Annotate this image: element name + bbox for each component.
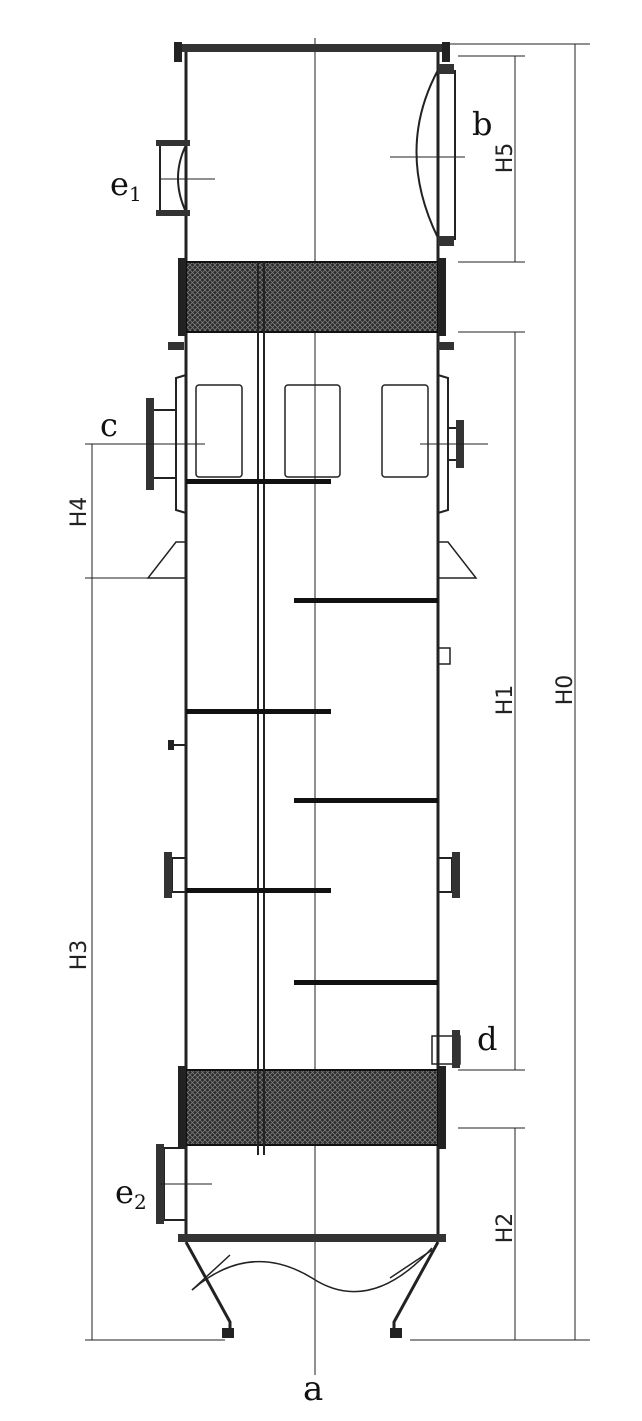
dim-label-H4: H4	[67, 497, 92, 528]
manway-b	[390, 64, 465, 246]
shell	[184, 52, 440, 1240]
tray-4	[294, 798, 438, 803]
support-lugs	[146, 541, 478, 579]
dim-label-H0: H0	[553, 675, 578, 706]
top-cover-plate	[178, 44, 443, 52]
side-nozzle-right-upper	[420, 374, 488, 514]
label-c: c	[100, 406, 118, 444]
bottom-cone	[178, 1234, 446, 1338]
label-e2-sub: 2	[134, 1190, 147, 1214]
label-d: d	[477, 1020, 497, 1058]
upper-packing-bed	[178, 258, 446, 336]
nozzle-e2	[156, 1144, 212, 1224]
lower-packing-bed	[178, 1066, 446, 1149]
central-pipe	[257, 262, 265, 1155]
tray-5	[186, 888, 331, 893]
window-openings	[195, 384, 429, 478]
dimension-lines	[85, 43, 590, 1341]
tray-3	[186, 709, 331, 714]
tray-2	[294, 598, 438, 603]
dim-label-H2: H2	[493, 1213, 518, 1244]
label-e1-sub: 1	[129, 182, 142, 206]
dim-label-H3: H3	[67, 940, 92, 971]
tray-6	[294, 980, 438, 985]
label-b: b	[472, 105, 492, 143]
label-e2-main: e	[115, 1173, 134, 1211]
nozzle-e1	[156, 140, 215, 216]
label-e1-main: e	[110, 165, 129, 203]
label-a: a	[303, 1369, 323, 1409]
tray-1	[186, 479, 331, 484]
small-fittings	[164, 342, 461, 1068]
label-e2: e2	[115, 1173, 147, 1214]
dim-label-H1: H1	[493, 685, 518, 716]
label-e1: e1	[110, 165, 142, 206]
dim-label-H5: H5	[493, 143, 518, 174]
baffle-trays	[186, 479, 438, 985]
top-flange-bolts	[174, 42, 450, 62]
